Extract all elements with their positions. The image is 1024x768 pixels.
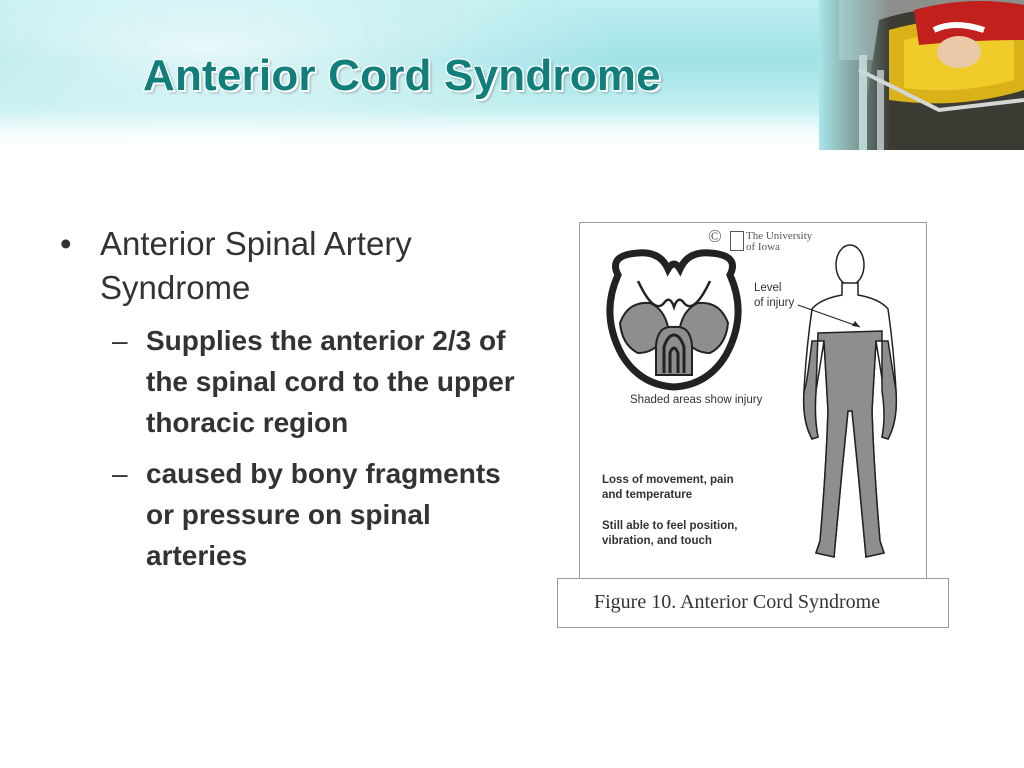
sub-bullet-dash: – bbox=[112, 325, 128, 356]
spinal-cord-cross-section-diagram bbox=[606, 249, 742, 391]
university-crest-icon bbox=[730, 231, 744, 251]
label-level-of-injury: Level of injury bbox=[754, 282, 795, 309]
injury-level-pointer-line bbox=[797, 304, 861, 328]
sub-bullet-text: caused by bony fragments or pressure on … bbox=[146, 458, 501, 571]
university-line2: of Iowa bbox=[746, 241, 780, 253]
slide-title: Anterior Cord Syndrome bbox=[143, 51, 661, 100]
sub-bullet-item: – caused by bony fragments or pressure o… bbox=[104, 453, 526, 576]
label-shaded-areas: Shaded areas show injury bbox=[630, 394, 763, 406]
copyright-symbol: © bbox=[708, 226, 722, 246]
figure-illustration-box: © The University of Iowa Level of injury… bbox=[579, 222, 927, 580]
human-body-silhouette bbox=[802, 244, 898, 558]
label-still-able: Still able to feel position, vibration, … bbox=[602, 520, 738, 547]
bullet-text: Anterior Spinal Artery Syndrome bbox=[100, 225, 412, 306]
figure-caption: Figure 10. Anterior Cord Syndrome bbox=[594, 591, 881, 613]
bullet-list: • Anterior Spinal Artery Syndrome – Supp… bbox=[58, 222, 528, 576]
sub-bullet-item: – Supplies the anterior 2/3 of the spina… bbox=[104, 320, 526, 443]
header-banner bbox=[0, 0, 1024, 150]
sub-bullet-text: Supplies the anterior 2/3 of the spinal … bbox=[146, 325, 515, 438]
bullet-dot: • bbox=[60, 225, 72, 262]
ambulance-stretcher-photo bbox=[819, 0, 1024, 150]
figure-caption-box: Figure 10. Anterior Cord Syndrome bbox=[557, 578, 949, 628]
university-line1: The University bbox=[746, 230, 813, 242]
bullet-item: • Anterior Spinal Artery Syndrome bbox=[58, 222, 528, 310]
figure-anterior-cord: © The University of Iowa Level of injury… bbox=[557, 222, 949, 628]
sub-bullet-dash: – bbox=[112, 458, 128, 489]
label-loss-of-movement: Loss of movement, pain and temperature bbox=[602, 474, 734, 501]
